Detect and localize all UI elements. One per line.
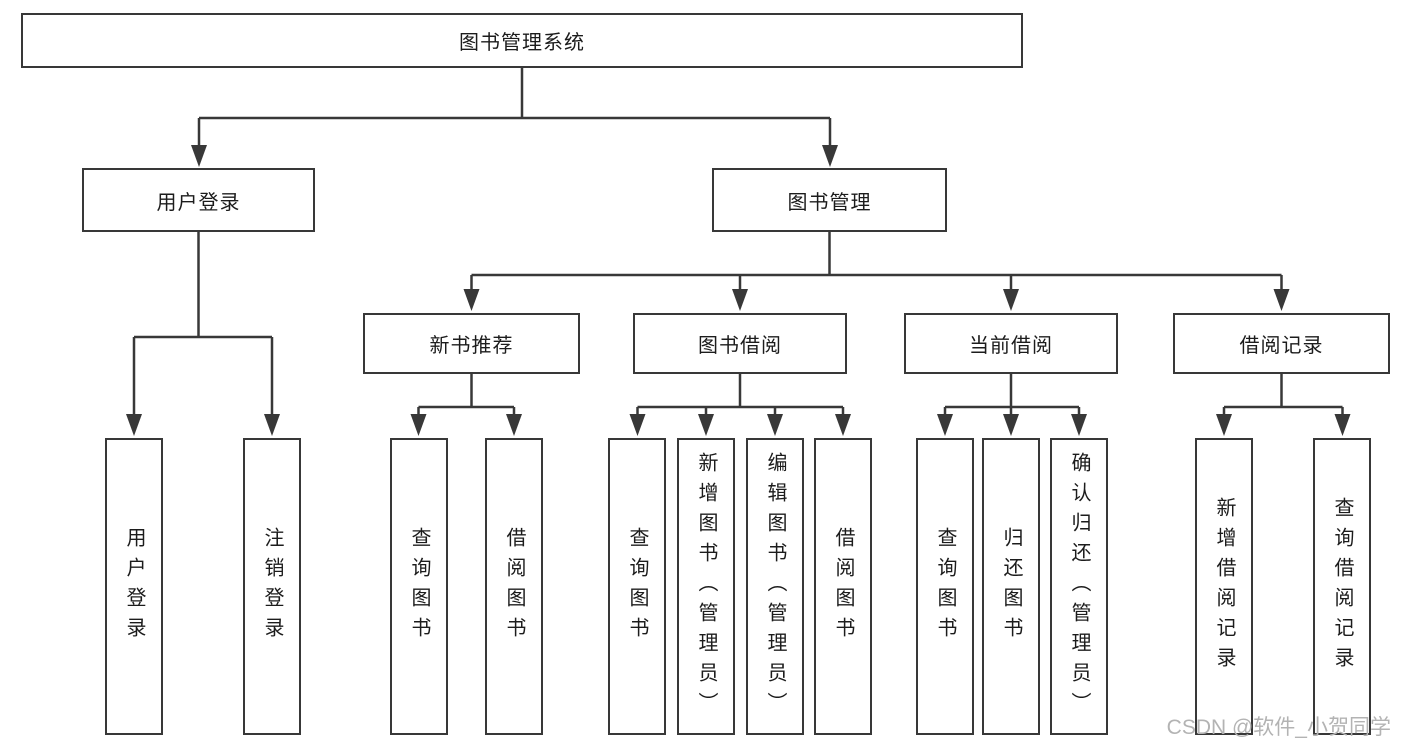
leaf-return-books: 归还图书 (982, 438, 1040, 735)
leaf-logout-login-label: 注销登录 (261, 526, 283, 647)
leaf-add-books-admin: 新增图书（管理员） (677, 438, 735, 735)
leaf-edit-books-admin: 编辑图书（管理员） (746, 438, 804, 735)
leaf-add-borrow-record-label: 新增借阅记录 (1213, 496, 1235, 677)
leaf-query-books-current-label: 查询图书 (934, 526, 956, 647)
leaf-borrow-books: 借阅图书 (814, 438, 872, 735)
node-new-book-recommend: 新书推荐 (363, 313, 580, 374)
watermark: CSDN @软件_小贺同学 (1166, 716, 1391, 739)
node-book-management: 图书管理 (712, 168, 947, 232)
leaf-borrow-books-label: 借阅图书 (832, 526, 854, 647)
leaf-add-books-admin-label: 新增图书（管理员） (695, 451, 717, 722)
leaf-user-login-label: 用户登录 (123, 526, 145, 647)
leaf-user-login: 用户登录 (105, 438, 163, 735)
leaf-borrow-books-recommend: 借阅图书 (485, 438, 543, 735)
leaf-query-borrow-record: 查询借阅记录 (1313, 438, 1371, 735)
leaf-add-borrow-record: 新增借阅记录 (1195, 438, 1253, 735)
leaf-query-books-borrow-label: 查询图书 (626, 526, 648, 647)
node-library-management-system: 图书管理系统 (21, 13, 1023, 68)
leaf-confirm-return-admin: 确认归还（管理员） (1050, 438, 1108, 735)
leaf-query-borrow-record-label: 查询借阅记录 (1331, 496, 1353, 677)
leaf-confirm-return-admin-label: 确认归还（管理员） (1068, 451, 1090, 722)
node-book-borrow: 图书借阅 (633, 313, 847, 374)
leaf-query-books-recommend: 查询图书 (390, 438, 448, 735)
leaf-query-books-current: 查询图书 (916, 438, 974, 735)
leaf-query-books-borrow: 查询图书 (608, 438, 666, 735)
node-current-borrow: 当前借阅 (904, 313, 1118, 374)
node-user-login: 用户登录 (82, 168, 315, 232)
leaf-return-books-label: 归还图书 (1000, 526, 1022, 647)
leaf-query-books-recommend-label: 查询图书 (408, 526, 430, 647)
leaf-edit-books-admin-label: 编辑图书（管理员） (764, 451, 786, 722)
leaf-logout-login: 注销登录 (243, 438, 301, 735)
leaf-borrow-books-recommend-label: 借阅图书 (503, 526, 525, 647)
node-borrow-records: 借阅记录 (1173, 313, 1390, 374)
